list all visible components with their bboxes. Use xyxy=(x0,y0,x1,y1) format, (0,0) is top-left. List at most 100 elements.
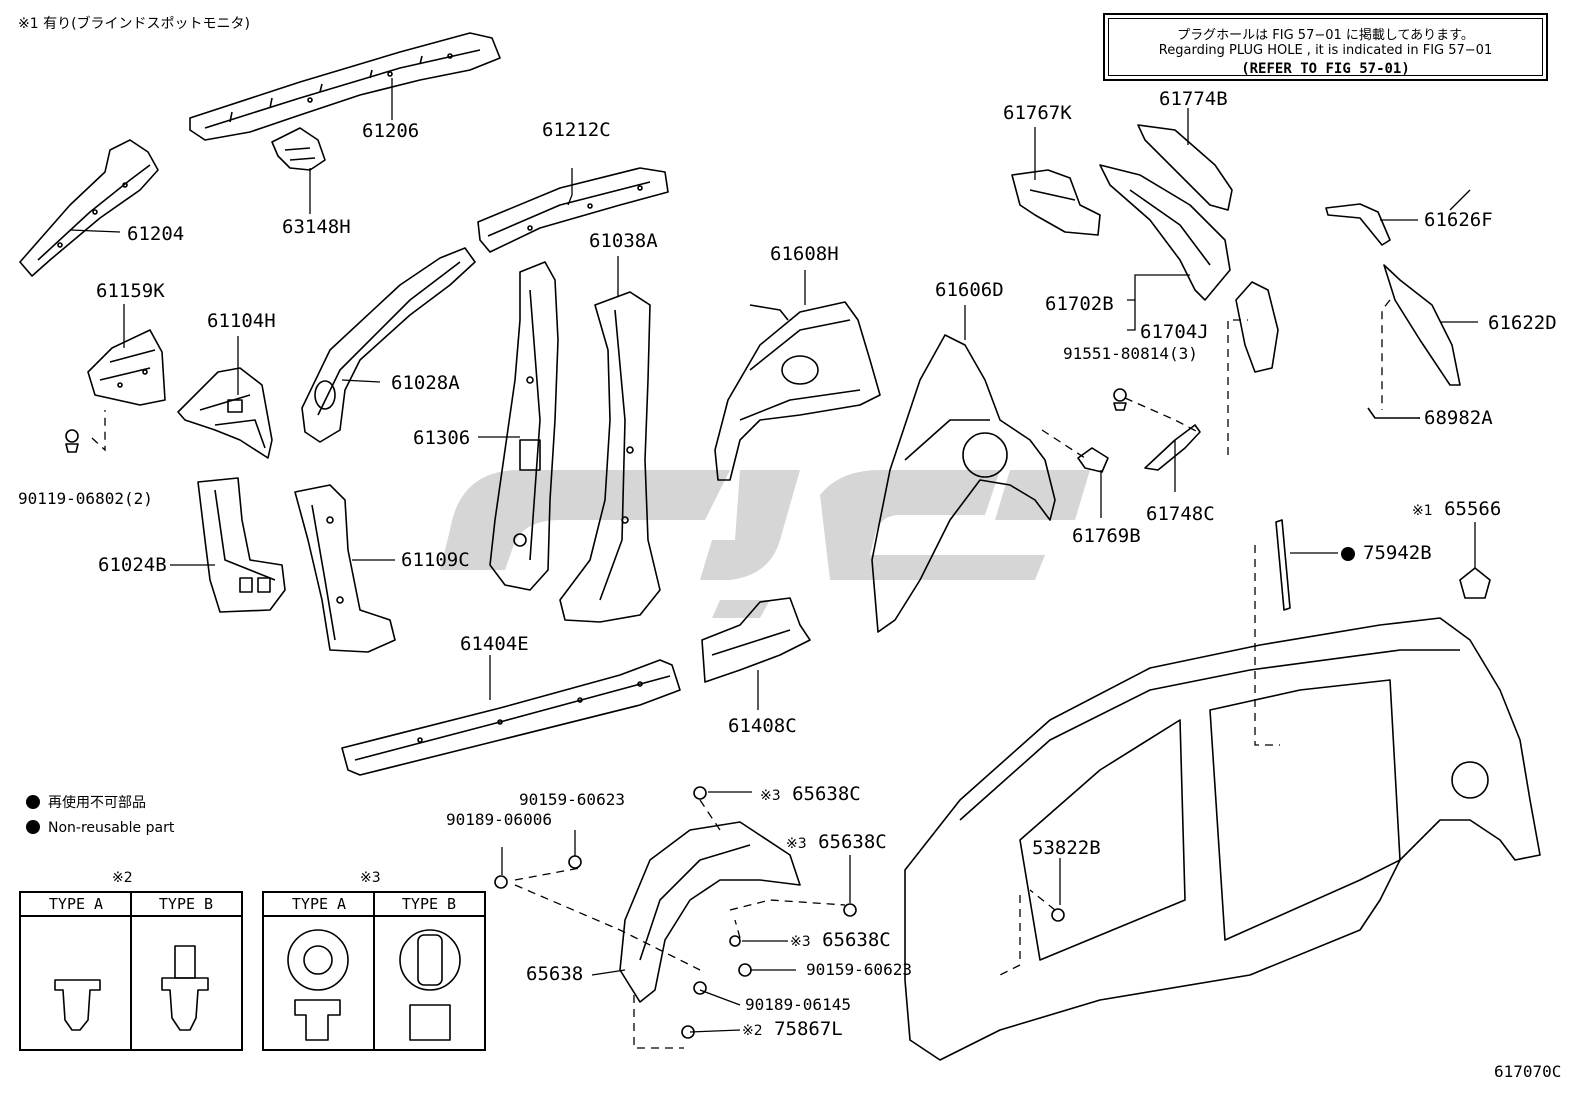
part-label-61204[interactable]: 61204 xyxy=(127,223,185,245)
part-label-61109C[interactable]: 61109C xyxy=(401,549,470,571)
part-61024B-shape xyxy=(197,477,286,613)
legend-en: Non-reusable part xyxy=(26,820,174,835)
table-3-mark: ※3 xyxy=(360,870,381,886)
part-label-61748C[interactable]: 61748C xyxy=(1146,503,1215,525)
part-61206-shape xyxy=(189,32,501,141)
part-label-61767K[interactable]: 61767K xyxy=(1003,102,1072,124)
part-label-90119-06802[interactable]: 90119-06802(2) xyxy=(18,489,153,508)
part-label-61206[interactable]: 61206 xyxy=(362,120,420,142)
non-reusable-dot-icon xyxy=(1341,547,1355,561)
part-label-61606D[interactable]: 61606D xyxy=(935,279,1004,301)
plug-hole-note-en: Regarding PLUG HOLE , it is indicated in… xyxy=(1158,43,1493,58)
table-2-divider xyxy=(130,893,132,1049)
table-3-type-b: TYPE B xyxy=(374,893,484,917)
part-label-61408C[interactable]: 61408C xyxy=(728,715,797,737)
header-note: ※1 有り(ブラインドスポットモニタ) xyxy=(18,16,251,32)
mark-3-a: ※3 xyxy=(760,788,781,804)
plug-hole-note-refer: (REFER TO FIG 57-01) xyxy=(1241,61,1410,77)
part-65638-shape xyxy=(619,821,801,1003)
figure-id: 617070C xyxy=(1494,1062,1562,1081)
table-3-divider xyxy=(373,893,375,1049)
part-label-65638C-a-group[interactable]: ※3 65638C xyxy=(760,785,861,804)
legend-jp: 再使用不可部品 xyxy=(26,795,146,810)
part-label-65638C-a[interactable]: 65638C xyxy=(792,783,861,805)
plug-hole-note-jp: プラグホールは FIG 57−01 に掲載してあります。 xyxy=(1177,28,1474,43)
part-75942B-shape xyxy=(1275,519,1291,611)
part-label-61404E[interactable]: 61404E xyxy=(460,633,529,655)
legend-jp-text: 再使用不可部品 xyxy=(48,795,146,811)
legend-dot-icon-2 xyxy=(26,820,40,834)
plug-hole-note-box: プラグホールは FIG 57−01 に掲載してあります。 Regarding P… xyxy=(1103,13,1548,81)
part-label-61608H[interactable]: 61608H xyxy=(770,243,839,265)
part-label-65638C-b[interactable]: 65638C xyxy=(818,831,887,853)
part-label-90159-60623-b[interactable]: 90159-60623 xyxy=(806,960,912,979)
part-68982A-shape xyxy=(1367,407,1420,419)
part-label-65566[interactable]: 65566 xyxy=(1444,498,1502,520)
part-label-61212C[interactable]: 61212C xyxy=(542,119,611,141)
part-label-61626F[interactable]: 61626F xyxy=(1424,209,1493,231)
part-61769B-shape xyxy=(1077,447,1109,473)
part-61408C-shape xyxy=(701,597,811,683)
watermark-logo xyxy=(440,470,1090,618)
part-label-75942B[interactable]: 75942B xyxy=(1363,542,1432,564)
part-label-61024B[interactable]: 61024B xyxy=(98,554,167,576)
part-61159K-shape xyxy=(87,329,166,406)
mark-3-b: ※3 xyxy=(786,836,807,852)
part-61109C-shape xyxy=(294,484,396,653)
part-61204-shape xyxy=(19,139,159,277)
mark-1: ※1 xyxy=(1412,503,1433,519)
part-label-63148H[interactable]: 63148H xyxy=(282,216,351,238)
part-label-90159-60623-a[interactable]: 90159-60623 xyxy=(519,790,625,809)
part-61704J-shape xyxy=(1235,281,1279,373)
part-label-65638C-b-group[interactable]: ※3 65638C xyxy=(786,833,887,852)
part-label-75942B-group[interactable]: 75942B xyxy=(1341,544,1432,563)
table-2-type-a: TYPE A xyxy=(21,893,131,917)
part-label-53822B[interactable]: 53822B xyxy=(1032,837,1101,859)
table-2-mark: ※2 xyxy=(112,870,133,886)
clip-drawings xyxy=(54,929,461,1041)
part-label-61028A[interactable]: 61028A xyxy=(391,372,460,394)
part-61306-shape xyxy=(489,261,559,591)
part-65566-shape xyxy=(1459,567,1491,599)
part-61404E-shape xyxy=(341,659,681,776)
part-61626F-shape xyxy=(1325,203,1391,246)
part-label-65638[interactable]: 65638 xyxy=(526,963,584,985)
part-label-61038A[interactable]: 61038A xyxy=(589,230,658,252)
part-61748C-shape xyxy=(1144,424,1201,471)
table-2-type-b: TYPE B xyxy=(131,893,241,917)
part-label-65638C-c-group[interactable]: ※3 65638C xyxy=(790,931,891,950)
part-label-91551-80814[interactable]: 91551-80814(3) xyxy=(1063,344,1198,363)
table-3-type-a: TYPE A xyxy=(264,893,374,917)
fasteners xyxy=(65,388,1127,1039)
part-label-61306[interactable]: 61306 xyxy=(413,427,471,449)
mark-2: ※2 xyxy=(742,1023,763,1039)
part-61702B-shape xyxy=(1099,164,1231,301)
part-label-61704J[interactable]: 61704J xyxy=(1140,321,1209,343)
part-61104H-shape xyxy=(177,367,273,459)
clip-table-2: TYPE A TYPE B xyxy=(19,891,243,1051)
part-63148H-shape xyxy=(271,127,326,171)
mark-3-c: ※3 xyxy=(790,934,811,950)
part-61622D-shape xyxy=(1383,264,1461,386)
part-body-side-shape xyxy=(904,617,1541,1061)
clip-table-3: TYPE A TYPE B xyxy=(262,891,486,1051)
part-label-68982A[interactable]: 68982A xyxy=(1424,407,1493,429)
part-label-61104H[interactable]: 61104H xyxy=(207,310,276,332)
part-label-90189-06006[interactable]: 90189-06006 xyxy=(446,810,552,829)
part-label-61159K[interactable]: 61159K xyxy=(96,280,165,302)
part-61038A-shape xyxy=(559,291,661,623)
part-label-65638C-c[interactable]: 65638C xyxy=(822,929,891,951)
part-label-90189-06145[interactable]: 90189-06145 xyxy=(745,995,851,1014)
part-label-61769B[interactable]: 61769B xyxy=(1072,525,1141,547)
part-label-75867L[interactable]: 75867L xyxy=(774,1018,843,1040)
legend-dot-icon xyxy=(26,795,40,809)
part-label-75867L-group[interactable]: ※2 75867L xyxy=(742,1020,843,1039)
part-label-65566-group[interactable]: ※1 65566 xyxy=(1412,500,1501,519)
part-label-61774B[interactable]: 61774B xyxy=(1159,88,1228,110)
part-label-61622D[interactable]: 61622D xyxy=(1488,312,1557,334)
legend-en-text: Non-reusable part xyxy=(48,820,175,836)
part-61606D-shape xyxy=(871,334,1056,633)
part-label-61702B[interactable]: 61702B xyxy=(1045,293,1114,315)
